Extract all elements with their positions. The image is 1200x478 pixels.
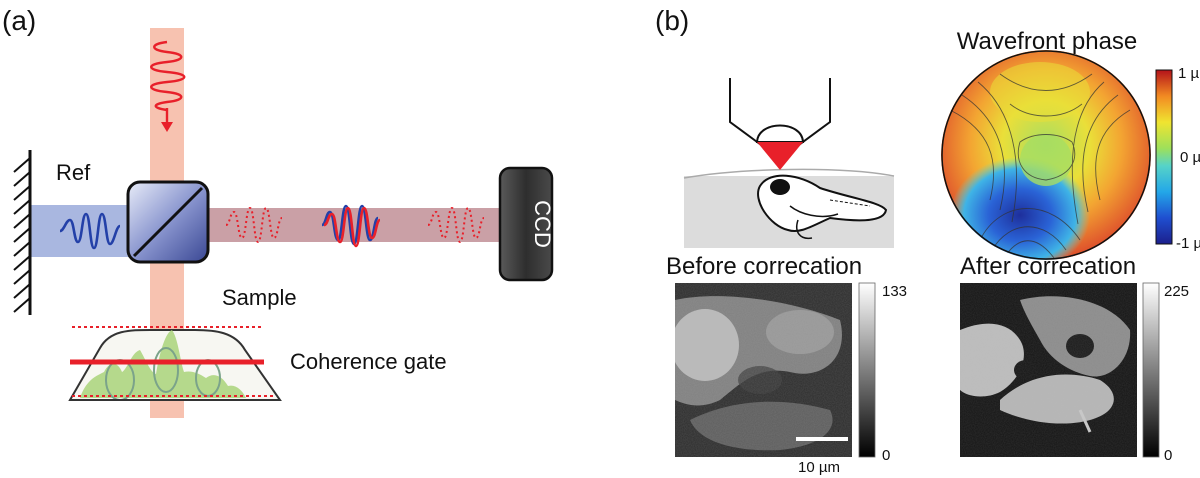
after-scale-min: 0 — [1164, 447, 1172, 464]
panel-b-label: (b) — [655, 5, 689, 36]
after-correction-image — [960, 283, 1137, 457]
after-scale-max: 225 — [1164, 283, 1189, 300]
ref-label: Ref — [56, 160, 91, 185]
sample — [68, 329, 282, 401]
before-scale-min: 0 — [882, 447, 890, 464]
wavefront-phase-map — [941, 50, 1151, 260]
before-title: Before correcation — [666, 253, 862, 280]
phase-scale-mid: 0 µm — [1180, 149, 1200, 166]
ccd-label: CCD — [530, 200, 555, 248]
zebrafish-larva — [757, 174, 888, 232]
before-scale-max: 133 — [882, 283, 907, 300]
after-colorbar — [1142, 282, 1160, 458]
coherence-gate-label: Coherence gate — [290, 349, 447, 374]
before-colorbar — [858, 282, 876, 458]
phase-scale-min: -1 µm — [1176, 235, 1200, 252]
phase-colorbar — [1155, 69, 1173, 245]
interference-packet — [321, 204, 381, 248]
scalebar-label: 10 µm — [798, 459, 840, 476]
reference-mirror — [13, 150, 32, 315]
sample-signal-packet-2 — [427, 206, 485, 244]
panel-a: (a) Ref — [2, 5, 555, 418]
reference-wave-packet — [59, 212, 121, 250]
sample-signal-packet-1 — [225, 206, 283, 244]
beam-splitter — [126, 180, 210, 264]
ccd-detector: CCD — [498, 166, 555, 282]
panel-b: (b) Wavefront phase — [655, 5, 1200, 476]
incident-wave-packet — [150, 40, 186, 132]
phase-scale-max: 1 µm — [1178, 65, 1200, 82]
sample-label: Sample — [222, 285, 297, 310]
objective-illustration — [683, 78, 895, 248]
before-correction-image — [675, 283, 852, 457]
after-title: After correcation — [960, 253, 1136, 280]
panel-a-label: (a) — [2, 5, 36, 36]
